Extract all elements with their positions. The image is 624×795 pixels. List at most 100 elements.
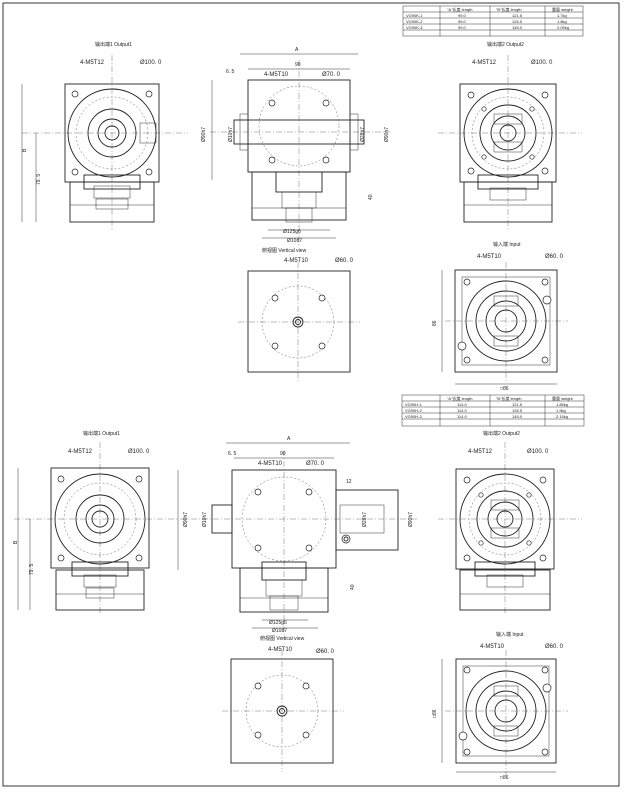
side-view-bottom: A 90 6. 5 4-M5T10 Ø70. 0 Ø90h7 Ø10h7 Ø28…	[177, 436, 418, 640]
table-cell: 2.15kg	[556, 414, 568, 419]
thread-callout: 4-M5T10	[477, 254, 502, 260]
dim-86: 86	[432, 320, 438, 326]
input-label: 输入端 Input	[493, 241, 521, 248]
output1-label: 输出端1 Output1	[83, 430, 120, 437]
table-cell: VG90H-2	[405, 408, 422, 413]
table-cell: 1.85kg	[556, 402, 568, 407]
bolt-circle-dia: Ø100. 0	[527, 449, 549, 455]
dim-79-5: 79. 5	[29, 564, 35, 575]
table-cell: 121.5	[512, 13, 523, 18]
dim-40: 40	[368, 194, 374, 200]
bolt-circle-dia: Ø70. 0	[322, 72, 341, 78]
dim-sq86: □86	[500, 775, 509, 781]
table-cell: 114.0	[457, 414, 467, 419]
output2-label: 输出端2 Output2	[483, 430, 520, 437]
dim-phi28h7: Ø28h7	[362, 512, 368, 527]
thread-callout: 4-M5T12	[68, 449, 93, 455]
table-cell: 126.5	[512, 408, 523, 413]
table-cell: 114.0	[457, 402, 467, 407]
bolt-circle-dia: Ø100. 0	[128, 449, 150, 455]
table-cell: 99.0	[458, 13, 467, 18]
spec-table-bottom: "A"长度 length "B"长度 length 重量 weight VG90…	[401, 394, 585, 427]
bolt-circle-dia: Ø100. 0	[140, 60, 162, 66]
dim-phi90h7-right: Ø90h7	[408, 512, 414, 527]
table-cell: VG90K-3	[406, 25, 423, 30]
table-cell: VG90H-3	[405, 414, 422, 419]
dim-79-5: 79. 5	[36, 174, 42, 185]
table-cell: 2.05kg	[557, 25, 569, 30]
vertical-view-label: 俯视图 Vertical view	[260, 635, 305, 642]
table-cell: 1.9kg	[556, 408, 566, 413]
table-cell: 1.8kg	[557, 19, 567, 24]
output1-label: 输出端1 Output1	[95, 41, 132, 48]
dim-90: 90	[295, 62, 301, 68]
table-cell: 126.5	[512, 19, 523, 24]
table-cell: 121.5	[512, 402, 523, 407]
table-cell: VG90K-1	[406, 13, 423, 18]
table-header-weight: 重量 weight	[552, 395, 574, 401]
dim-phi90h7: Ø90h7	[183, 512, 189, 527]
vertical-view-bottom: 俯视图 Vertical view 4-M5T10 Ø60. 0	[222, 635, 344, 772]
thread-callout: 4-M5T12	[472, 60, 497, 66]
table-header-b: "B"长度 length	[496, 395, 522, 401]
dim-a: A	[287, 436, 291, 442]
dim-phi90h7: Ø90h7	[201, 127, 207, 142]
dim-12: 12	[346, 479, 352, 485]
output2-view-top: 输出端2 Output2 4-M5T12 Ø100. 0	[438, 41, 582, 230]
input-view-bottom: 输入端 Input 4-M5T10 Ø60. 0 □86 □86	[432, 631, 568, 781]
table-header-a: "A"长度 length	[447, 395, 473, 401]
table-cell: 1.7kg	[557, 13, 567, 18]
bolt-circle-dia: Ø60. 0	[316, 649, 335, 655]
dim-phi1087: Ø1087	[287, 238, 302, 244]
table-cell: 99.0	[458, 19, 467, 24]
dim-sq86: □86	[500, 386, 509, 392]
bolt-circle-dia: Ø60. 0	[545, 644, 564, 650]
table-cell: 145.0	[512, 25, 523, 30]
spec-table-top: "A"长度 length "B"长度 length 重量 weight VG90…	[402, 5, 584, 37]
bolt-circle-dia: Ø60. 0	[545, 254, 564, 260]
output1-view-top: 输出端1 Output1 4-M5T12 Ø100. 0 B 79. 5	[21, 41, 188, 230]
table-cell: 145.0	[512, 414, 523, 419]
bolt-circle-dia: Ø100. 0	[531, 60, 553, 66]
output1-view-bottom: 输出端1 Output1 4-M5T12 Ø100. 0 B 79. 5	[13, 430, 178, 615]
dim-40: 40	[350, 584, 356, 590]
input-view-top: 输入端 Input 4-M5T10 Ø60. 0 86 □86	[432, 241, 568, 392]
dim-phi90h7-right: Ø90h7	[384, 127, 390, 142]
vertical-view-label: 俯视图 Vertical view	[262, 247, 307, 254]
table-header-a: "A"长度 length	[447, 6, 473, 12]
input-label: 输入端 Input	[496, 631, 524, 638]
dim-6-5: 6. 5	[226, 69, 235, 75]
thread-callout: 4-M5T10	[264, 72, 289, 78]
thread-callout: 4-M5T10	[258, 461, 283, 467]
dim-sq86-side: □86	[432, 709, 438, 718]
table-cell: VG90H-1	[405, 402, 422, 407]
dim-phi125: Ø125g6	[269, 620, 287, 626]
thread-callout: 4-M5T12	[80, 60, 105, 66]
dim-90: 90	[280, 451, 286, 457]
side-view-top: A 90 6. 5 4-M5T10 Ø70. 0 Ø90h7 Ø10h7 Ø28…	[201, 47, 390, 245]
dim-phi1087: Ø1087	[272, 628, 287, 634]
thread-callout: 4-M5T12	[468, 449, 493, 455]
table-cell: 114.0	[457, 408, 467, 413]
bolt-circle-dia: Ø60. 0	[335, 258, 354, 264]
table-header-b: "B"长度 length	[496, 6, 522, 12]
dim-phi125: Ø125g6	[283, 229, 301, 235]
dim-a: A	[295, 47, 299, 53]
table-cell: 99.0	[458, 25, 467, 30]
bolt-circle-dia: Ø70. 0	[306, 461, 325, 467]
thread-callout: 4-M5T10	[284, 258, 309, 264]
output2-label: 输出端2 Output2	[487, 41, 524, 48]
dim-6-5: 6. 5	[228, 451, 237, 457]
vertical-view-top: 俯视图 Vertical view 4-M5T10 Ø60. 0	[238, 247, 360, 382]
dim-phi28h7: Ø28h7	[360, 127, 366, 142]
table-header-weight: 重量 weight	[552, 6, 574, 12]
thread-callout: 4-M5T10	[268, 647, 293, 653]
dim-b: B	[13, 540, 19, 544]
output2-view-bottom: 输出端2 Output2 4-M5T12 Ø100. 0	[438, 430, 582, 615]
dim-b: B	[22, 148, 28, 152]
dim-phi10h7: Ø10h7	[202, 512, 208, 527]
sheet-border	[2, 2, 620, 787]
thread-callout: 4-M5T10	[480, 644, 505, 650]
